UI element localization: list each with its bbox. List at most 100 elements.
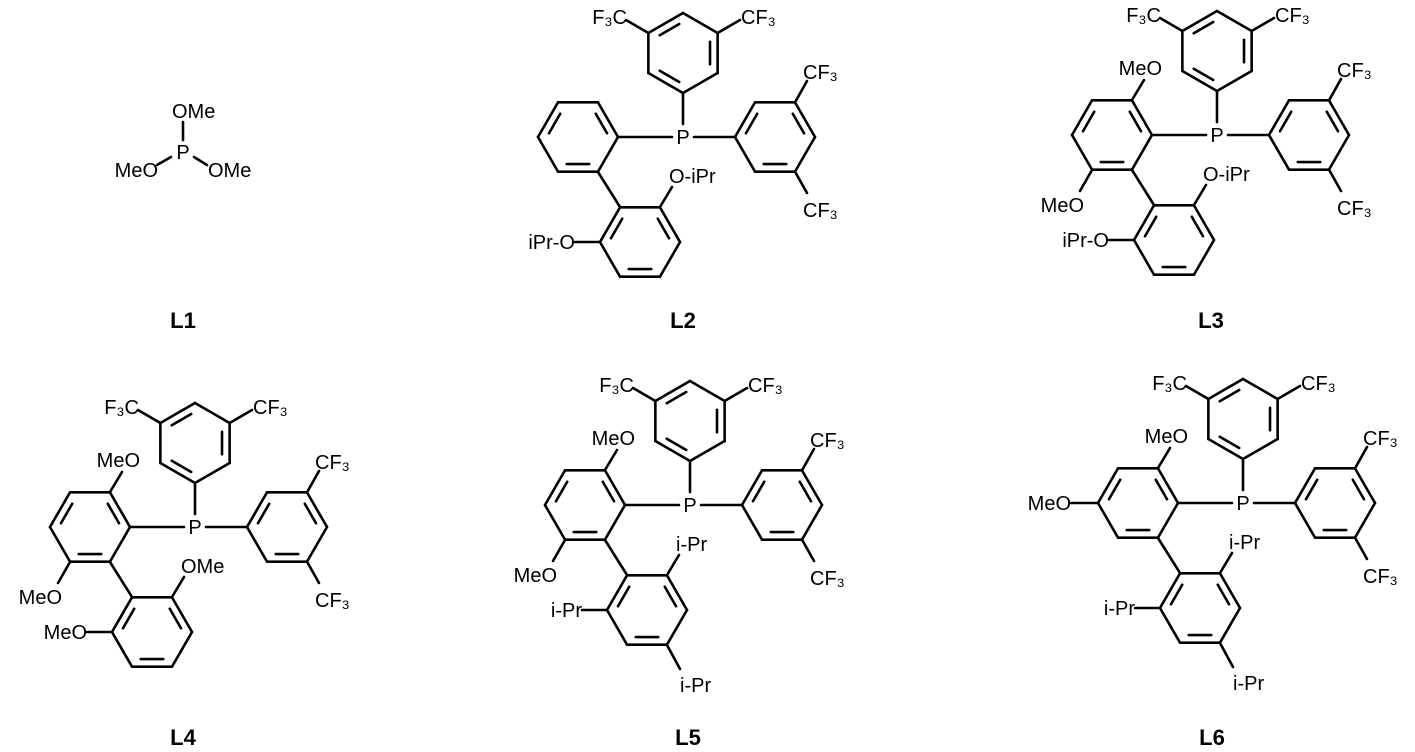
substituent-ortho: O-iPr xyxy=(1203,164,1250,186)
ring-bond xyxy=(665,574,689,612)
substituent-bond xyxy=(1130,78,1146,102)
compound-label-L6: L6 xyxy=(1199,725,1225,750)
double-bond-inner xyxy=(303,502,318,525)
ring-bond xyxy=(681,71,719,95)
compound-label-L2: L2 xyxy=(670,308,696,333)
cf3-group: F₃C xyxy=(599,375,634,397)
compound-label-L3: L3 xyxy=(1198,308,1224,333)
ring-bond xyxy=(1132,238,1156,276)
ring-bond xyxy=(654,379,692,403)
substituent-ortho-prime: i-Pr xyxy=(551,600,582,622)
double-bond-inner xyxy=(594,112,609,135)
methoxy-bottom: MeO xyxy=(514,565,557,587)
double-bond-inner xyxy=(1278,110,1293,133)
double-bond-inner xyxy=(1190,215,1205,238)
ring-bond xyxy=(740,469,764,507)
substituent-bond xyxy=(1218,641,1235,669)
aryl-ring-top xyxy=(159,401,231,485)
c-cf3-bond xyxy=(1353,536,1369,561)
ring-bond xyxy=(1158,606,1182,644)
substituent-bond xyxy=(665,553,681,577)
c-cf3-bond xyxy=(800,538,816,563)
biaryl-ring-upper xyxy=(543,469,627,541)
biaryl-bond xyxy=(108,560,134,599)
double-bond-inner xyxy=(1351,478,1366,501)
methoxy-top: MeO xyxy=(1145,426,1188,448)
ring-bond xyxy=(793,135,817,173)
c-cf3-bond xyxy=(305,469,321,494)
cf3-group: CF₃ xyxy=(810,568,845,590)
ring-bond xyxy=(1096,467,1120,505)
ring-bond xyxy=(688,379,726,403)
c-cf3-bond xyxy=(1353,445,1369,470)
c-cf3-bond xyxy=(624,18,650,35)
biaryl-ring-lower xyxy=(598,206,682,278)
methoxy-bottom: MeO xyxy=(19,587,62,609)
isopropyl-para: i-Pr xyxy=(680,675,711,697)
ring-bond xyxy=(1207,377,1245,401)
substituent-bond xyxy=(1078,168,1094,193)
double-bond-inner xyxy=(1143,215,1158,238)
ring-bond xyxy=(245,525,269,563)
c-cf3-bond xyxy=(1327,77,1343,102)
ring-bond xyxy=(193,461,231,485)
ring-bond xyxy=(305,491,329,529)
biaryl-ring-upper xyxy=(536,101,620,173)
ring-bond xyxy=(800,469,824,507)
ring-bond xyxy=(170,630,194,668)
ring-bond xyxy=(543,503,567,541)
phosphorus-atom: P xyxy=(188,517,201,539)
substituent-ortho-prime: MeO xyxy=(44,622,87,644)
methoxy-para: MeO xyxy=(1028,493,1071,515)
substituent-bond xyxy=(658,185,674,209)
ring-bond xyxy=(110,630,134,668)
substituent-ortho-prime: iPr-O xyxy=(1062,230,1109,252)
substituent-bond xyxy=(1218,551,1234,575)
cf3-group: CF₃ xyxy=(1363,566,1398,588)
aryl-ring-top xyxy=(1207,377,1279,461)
ring-bond xyxy=(647,71,685,95)
ring-bond xyxy=(108,491,132,529)
biaryl-ring-upper xyxy=(1070,99,1154,171)
ring-bond xyxy=(1192,204,1216,242)
ring-bond xyxy=(1218,606,1242,644)
double-bond-inner xyxy=(256,502,271,525)
double-bond-inner xyxy=(1107,478,1122,501)
substituent-bond xyxy=(170,575,186,599)
ring-bond xyxy=(1130,133,1154,171)
cf3-group: CF₃ xyxy=(1301,373,1336,395)
ring-bond xyxy=(193,401,231,425)
ring-bond xyxy=(596,135,620,173)
ring-bond xyxy=(108,525,132,563)
double-bond-inner xyxy=(658,69,681,84)
double-bond-inner xyxy=(1128,110,1143,133)
double-bond-inner xyxy=(616,585,631,608)
c-cf3-bond xyxy=(793,170,809,195)
ring-bond xyxy=(1070,99,1094,137)
double-bond-inner xyxy=(1304,478,1319,501)
cf3-group: CF₃ xyxy=(315,590,350,612)
ring-bond xyxy=(1070,133,1094,171)
methoxy-left: MeO xyxy=(115,160,158,182)
aryl-ring-right xyxy=(733,101,817,173)
double-bond-inner xyxy=(106,502,121,525)
double-bond-inner xyxy=(744,112,759,135)
aryl-ring-right xyxy=(740,469,824,541)
double-bond-inner xyxy=(170,459,193,474)
biaryl-ring-lower xyxy=(110,596,194,668)
cf3-group: CF₃ xyxy=(1337,60,1372,82)
double-bond-inner xyxy=(1218,435,1241,450)
ring-bond xyxy=(598,206,622,244)
ring-bond xyxy=(1207,437,1245,461)
double-bond-inner xyxy=(59,502,74,525)
ring-bond xyxy=(48,491,72,529)
isopropyl-para: i-Pr xyxy=(1233,673,1264,695)
cf3-group: CF₃ xyxy=(803,200,838,222)
ring-bond xyxy=(1156,467,1180,505)
ring-bond xyxy=(603,469,627,507)
aryl-ring-top xyxy=(1181,9,1253,93)
double-bond-inner xyxy=(1154,478,1169,501)
double-bond-inner xyxy=(1192,67,1215,82)
substituent-ortho: OMe xyxy=(181,556,224,578)
